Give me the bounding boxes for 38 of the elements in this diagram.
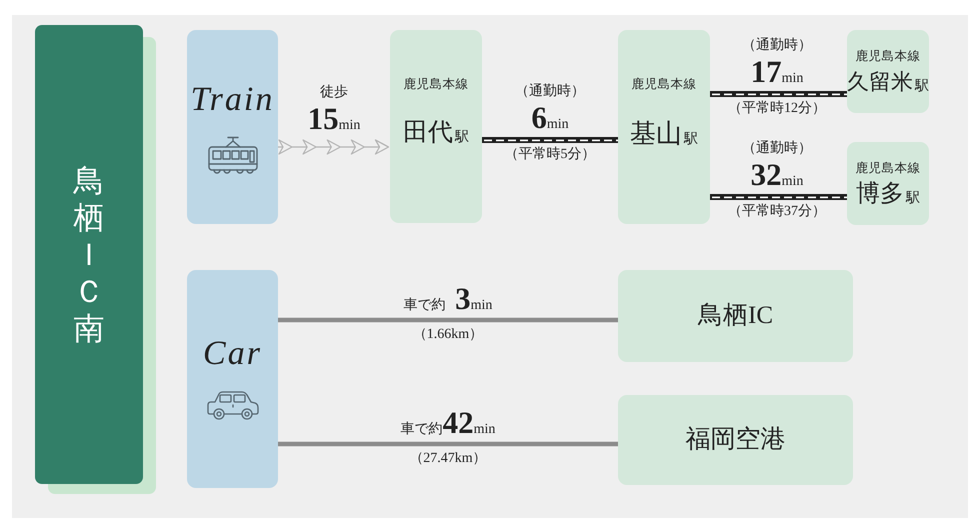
road-line	[278, 442, 618, 446]
station-box	[847, 30, 929, 113]
station-box	[390, 30, 482, 223]
mode-panel	[187, 270, 278, 488]
line-name: 鹿児島本線	[632, 77, 696, 92]
destination-box	[618, 395, 853, 485]
line-name: 鹿児島本線	[404, 77, 468, 92]
station-box	[847, 142, 929, 225]
line-name: 鹿児島本線	[856, 49, 920, 64]
title-panel	[35, 25, 143, 484]
title-text: 鳥栖ＩＣ南	[72, 162, 106, 348]
distance-note: （1.66km）	[412, 326, 484, 344]
station-name: 久留米$_{駅}$	[847, 69, 929, 94]
time-note: （平常時12分）	[728, 100, 826, 118]
road-line	[278, 318, 618, 322]
panel-heading: Car	[203, 334, 262, 374]
chevron-arrow	[278, 139, 390, 155]
distance-note: （27.47km）	[409, 450, 487, 468]
destination-name: 福岡空港	[686, 425, 786, 455]
edge-label: 車で約 3min	[404, 283, 492, 316]
railway-line	[482, 137, 618, 143]
edge-label: （通勤時） 32min	[742, 140, 812, 192]
station-name: 基山$_{駅}$	[630, 119, 698, 149]
station-name: 田代$_{駅}$	[403, 119, 469, 148]
time-note: （平常時5分）	[504, 146, 596, 164]
edge-label: （通勤時） 6min	[515, 83, 585, 135]
edge-label: （通勤時） 17min	[742, 37, 812, 89]
edge-label: 車で約42min	[400, 407, 496, 440]
railway-line	[710, 194, 847, 200]
destination-box	[618, 270, 853, 362]
edge-label: 徒歩 15min	[308, 84, 360, 136]
line-name: 鹿児島本線	[856, 161, 920, 176]
time-note: （平常時37分）	[728, 203, 826, 221]
station-box	[618, 30, 710, 224]
panel-heading: Train	[190, 80, 274, 120]
destination-name: 鳥栖IC	[698, 301, 773, 331]
railway-line	[710, 91, 847, 97]
mode-panel	[187, 30, 278, 224]
